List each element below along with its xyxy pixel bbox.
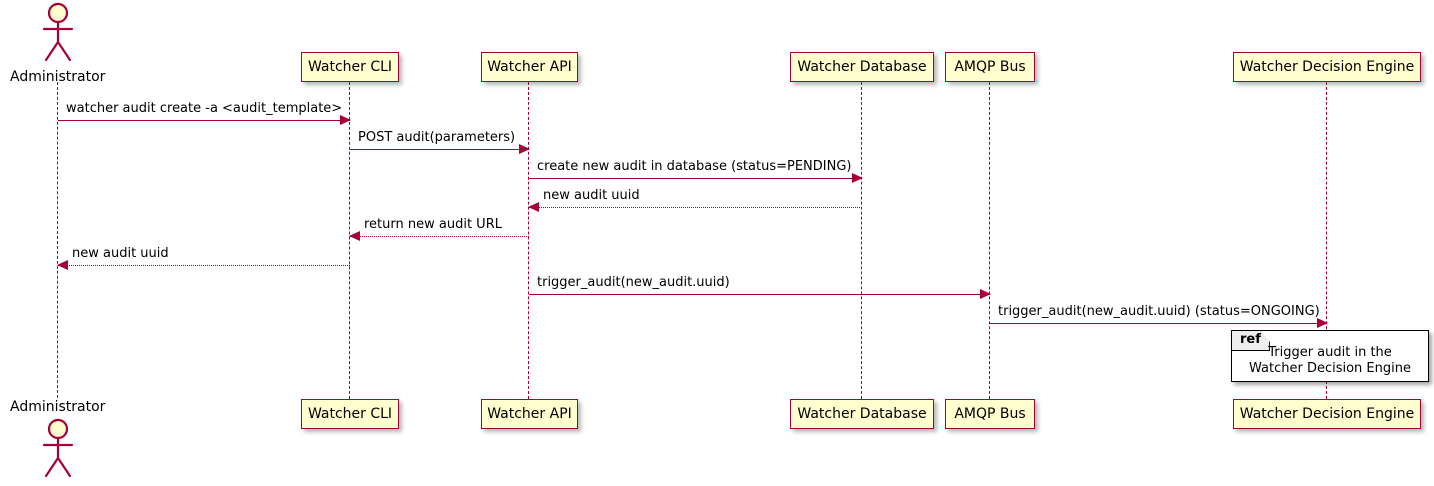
participant-watcher-database-bottom[interactable]: Watcher Database	[790, 399, 934, 429]
message-label: return new audit URL	[364, 216, 502, 232]
ref-fragment-line: Watcher Decision Engine	[1249, 360, 1411, 376]
arrowhead-icon	[852, 173, 863, 183]
message-line	[990, 323, 1327, 324]
message-label: new audit uuid	[543, 187, 640, 203]
lifeline-amqp-bus	[989, 82, 991, 399]
participant-label: Watcher Decision Engine	[1239, 59, 1415, 75]
arrowhead-icon	[980, 289, 991, 299]
participant-label: Watcher CLI	[307, 406, 393, 422]
lifeline-watcher-api	[528, 82, 530, 399]
actor-administrator-top	[34, 2, 82, 68]
message-label: trigger_audit(new_audit.uuid) (status=ON…	[998, 303, 1320, 319]
arrowhead-icon	[519, 144, 530, 154]
actor-administrator-bottom	[34, 418, 82, 484]
participant-amqp-bus-top[interactable]: AMQP Bus	[945, 52, 1035, 82]
actor-label-administrator-bottom: Administrator	[10, 399, 106, 415]
participant-amqp-bus-bottom[interactable]: AMQP Bus	[945, 399, 1035, 429]
participant-watcher-database-top[interactable]: Watcher Database	[790, 52, 934, 82]
participant-watcher-decision-engine-bottom[interactable]: Watcher Decision Engine	[1233, 399, 1421, 429]
message-label: new audit uuid	[72, 245, 169, 261]
lifeline-watcher-decision-engine	[1326, 82, 1328, 399]
message-label: POST audit(parameters)	[358, 129, 516, 145]
participant-watcher-cli-top[interactable]: Watcher CLI	[301, 52, 399, 82]
actor-label-administrator-top: Administrator	[10, 69, 106, 85]
participant-label: AMQP Bus	[954, 406, 1026, 422]
message-line	[529, 294, 990, 295]
participant-watcher-api-bottom[interactable]: Watcher API	[481, 399, 578, 429]
participant-label: AMQP Bus	[954, 59, 1026, 75]
message-line	[350, 149, 529, 150]
participant-label: Watcher Decision Engine	[1239, 406, 1415, 422]
participant-label: Watcher Database	[797, 406, 927, 422]
message-line	[350, 236, 529, 237]
lifeline-administrator	[57, 82, 59, 398]
arrowhead-icon	[57, 260, 68, 270]
message-label: watcher audit create -a <audit_template>	[66, 100, 343, 116]
message-line	[529, 207, 862, 208]
arrowhead-icon	[528, 202, 539, 212]
participant-watcher-api-top[interactable]: Watcher API	[481, 52, 578, 82]
message-label: create new audit in database (status=PEN…	[537, 158, 852, 174]
arrowhead-icon	[1317, 318, 1328, 328]
participant-label: Watcher Database	[797, 59, 927, 75]
lifeline-watcher-database	[861, 82, 863, 399]
participant-label: Watcher API	[487, 406, 572, 422]
message-line	[529, 178, 862, 179]
participant-watcher-decision-engine-top[interactable]: Watcher Decision Engine	[1233, 52, 1421, 82]
message-line	[58, 265, 350, 266]
arrowhead-icon	[340, 115, 351, 125]
message-label: trigger_audit(new_audit.uuid)	[537, 274, 730, 290]
ref-fragment-line: Trigger audit in the	[1268, 344, 1392, 360]
participant-label: Watcher CLI	[307, 59, 393, 75]
message-line	[58, 120, 350, 121]
ref-tag-label: ref	[1232, 331, 1270, 352]
arrowhead-icon	[349, 231, 360, 241]
participant-label: Watcher API	[487, 59, 572, 75]
participant-watcher-cli-bottom[interactable]: Watcher CLI	[301, 399, 399, 429]
